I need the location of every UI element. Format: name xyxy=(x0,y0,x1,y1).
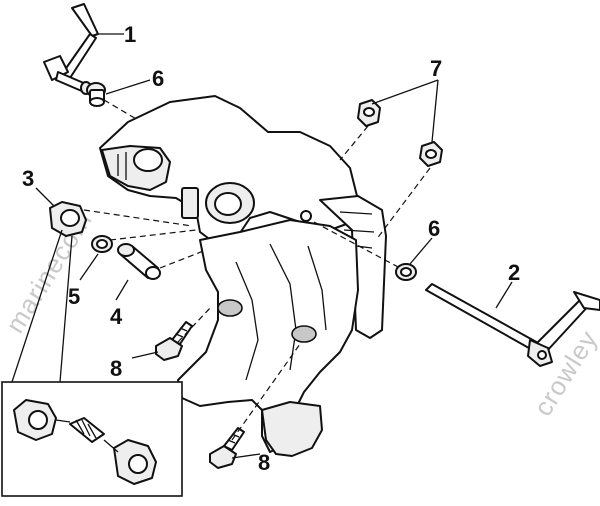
callout-8-upper: 8 xyxy=(110,356,122,381)
lock-bushing xyxy=(49,201,87,237)
callout-7: 7 xyxy=(430,56,442,81)
nut-1 xyxy=(357,99,381,127)
lever-upper xyxy=(43,3,99,95)
watermark-right: crowley xyxy=(528,325,600,422)
bushing-upper xyxy=(86,82,106,107)
callout-3: 3 xyxy=(22,166,34,191)
inset-detail xyxy=(1,229,183,497)
bolt-upper xyxy=(155,321,193,361)
callout-1: 1 xyxy=(124,22,136,47)
bushing-right xyxy=(395,263,417,281)
washer xyxy=(91,235,113,253)
callout-2: 2 xyxy=(508,260,520,285)
swivel-bracket xyxy=(99,95,387,457)
leader-lines xyxy=(35,33,513,459)
nut-2 xyxy=(419,141,443,167)
callout-6-upper: 6 xyxy=(152,66,164,91)
callout-5: 5 xyxy=(68,284,80,309)
pin xyxy=(117,243,161,280)
bolt-lower xyxy=(209,427,245,469)
assembly-lines xyxy=(83,99,431,441)
callout-4: 4 xyxy=(110,304,123,329)
tilt-rod-lever xyxy=(425,283,600,367)
callout-8-lower: 8 xyxy=(258,450,270,475)
callout-6-right: 6 xyxy=(428,216,440,241)
